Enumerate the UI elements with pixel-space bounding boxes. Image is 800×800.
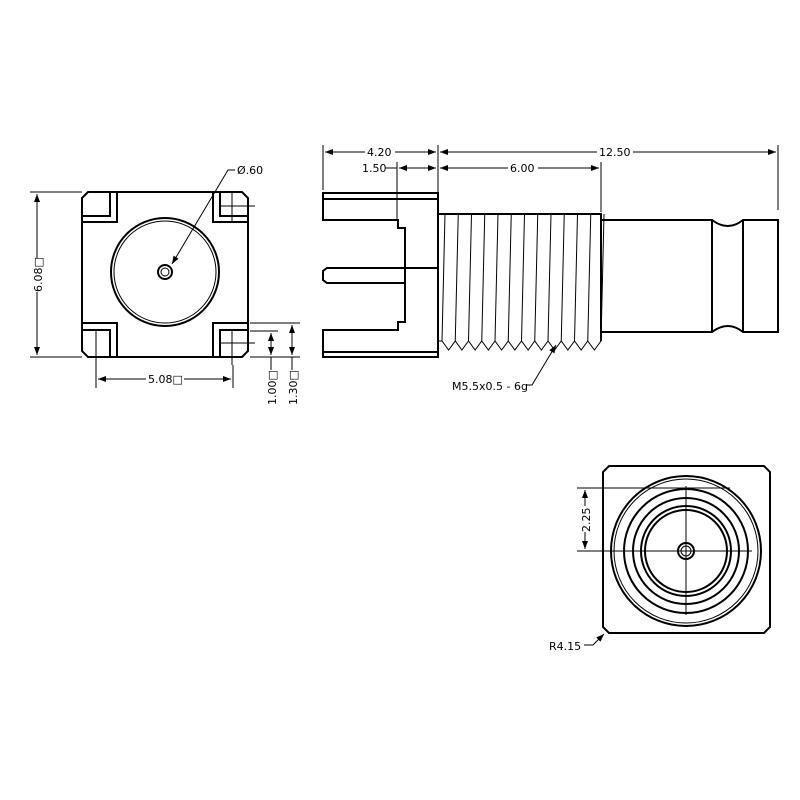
flange-offset-label: 1.50 bbox=[362, 162, 387, 175]
overall-length-label: 12.50 bbox=[599, 146, 631, 159]
side-view: 4.20 12.50 1.50 6.00 M5.5x0.5 - 6g bbox=[322, 145, 779, 393]
flange-length-label: 4.20 bbox=[367, 146, 392, 159]
front-view: Ø.60 6.08□ 5.08□ 1.00□ 1.30□ bbox=[30, 164, 300, 405]
pad-outer-dim-label: 1.30□ bbox=[287, 370, 300, 405]
thread-length-label: 6.00 bbox=[510, 162, 535, 175]
thread-teeth bbox=[438, 213, 605, 351]
end-view: 2.25 R4.15 bbox=[549, 465, 771, 653]
width-dim-label: 5.08□ bbox=[148, 373, 183, 386]
thread-spec-label: M5.5x0.5 - 6g bbox=[452, 380, 528, 393]
center-offset-label: 2.25 bbox=[580, 508, 593, 533]
pad-inner-dim-label: 1.00□ bbox=[266, 370, 279, 405]
hole-diameter-label: Ø.60 bbox=[237, 164, 263, 177]
corner-radius-label: R4.15 bbox=[549, 640, 581, 653]
height-dim-label: 6.08□ bbox=[32, 257, 45, 292]
